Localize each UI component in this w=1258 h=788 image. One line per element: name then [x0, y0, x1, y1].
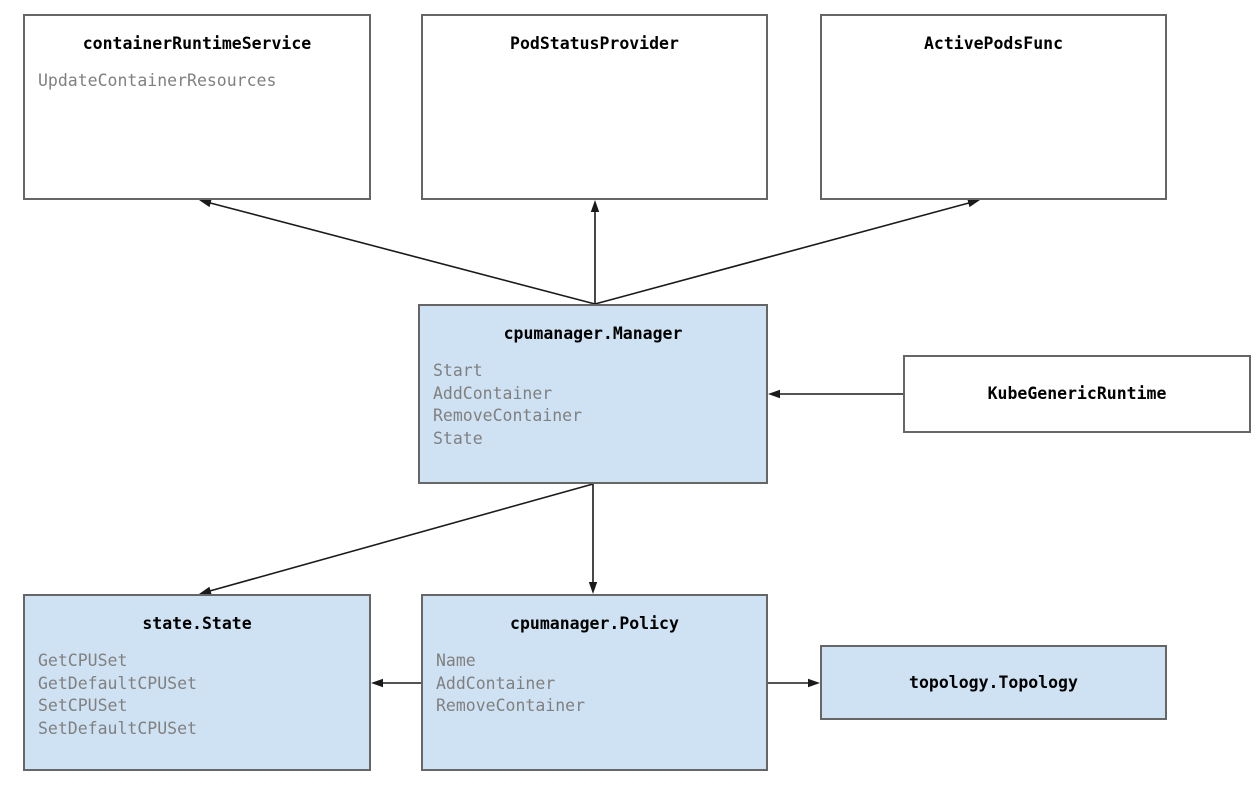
class-member: Name	[436, 651, 476, 670]
class-member: RemoveContainer	[433, 406, 583, 425]
edge-manager-to-containerRuntimeService	[199, 198, 596, 305]
class-node-podStatusProvider[interactable]: PodStatusProvider	[421, 14, 768, 200]
edge-line	[208, 201, 596, 305]
class-member: SetCPUSet	[38, 696, 128, 715]
class-node-title: ActivePodsFunc	[923, 34, 1064, 53]
class-node-title: cpumanager.Manager	[503, 324, 683, 343]
class-node-title: state.State	[142, 614, 252, 633]
class-node-members: UpdateContainerResources	[25, 70, 369, 93]
class-member: GetDefaultCPUSet	[38, 673, 197, 693]
class-member: State	[433, 428, 483, 448]
edge-kubeGenericRuntime-to-manager	[768, 389, 903, 399]
edge-policy-to-stateState	[371, 678, 421, 688]
arrowhead-icon	[590, 200, 600, 212]
class-member: AddContainer	[436, 673, 556, 693]
edge-line	[208, 483, 594, 593]
class-member: UpdateContainerResources	[38, 71, 277, 90]
class-node-kubeGenericRuntime[interactable]: KubeGenericRuntime	[903, 355, 1251, 433]
edge-manager-to-activePodsFunc	[594, 199, 980, 305]
edge-manager-to-podStatusProvider	[590, 200, 600, 304]
class-node-activePodsFunc[interactable]: ActivePodsFunc	[820, 14, 1167, 200]
arrowhead-icon	[967, 199, 980, 208]
class-node-title: PodStatusProvider	[510, 34, 679, 53]
edge-manager-to-stateState	[199, 483, 594, 595]
arrowhead-icon	[808, 678, 820, 688]
arrowhead-icon	[768, 389, 780, 399]
class-member: AddContainer	[433, 383, 553, 403]
class-member: GetCPUSet	[38, 651, 128, 670]
arrowhead-icon	[199, 198, 212, 208]
class-member: SetDefaultCPUSet	[38, 718, 197, 738]
class-node-title: containerRuntimeService	[82, 34, 312, 53]
class-node-title: cpumanager.Policy	[510, 614, 679, 633]
class-node-topologyTopology[interactable]: topology.Topology	[820, 645, 1167, 720]
class-member: Start	[433, 361, 483, 380]
edge-policy-to-topology	[768, 678, 820, 688]
class-node-title: KubeGenericRuntime	[987, 384, 1167, 403]
edge-line	[594, 201, 971, 305]
class-member: RemoveContainer	[436, 696, 586, 715]
arrowhead-icon	[371, 678, 383, 688]
class-node-title: topology.Topology	[909, 672, 1078, 692]
edge-manager-to-policy	[588, 484, 598, 594]
arrowhead-icon	[588, 582, 598, 594]
class-node-containerRuntimeService[interactable]: containerRuntimeService UpdateContainerR…	[23, 14, 371, 200]
